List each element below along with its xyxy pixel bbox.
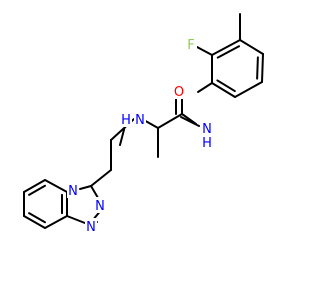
aryl-ring-bond [211, 39, 241, 56]
aryl-ring-bond [261, 53, 264, 83]
aryl-ring-bond [239, 39, 264, 55]
bridge-nitrogen-label: N [68, 184, 78, 199]
ethyl-triazole-bond [90, 169, 112, 187]
aryl-amide-bond [197, 82, 213, 93]
carbonyl-alpha-bond [157, 113, 183, 129]
bond-inner [256, 56, 259, 80]
triazole-nitrogen-label-b: N [86, 220, 96, 235]
amine-hydrogen-label-background [120, 111, 132, 127]
aryl-ring-bond [234, 81, 263, 98]
triazole-nitrogen-label-a: N [95, 199, 105, 214]
triazole-nitrogen-label-b-background [85, 218, 97, 234]
amide-cn-bond [181, 113, 197, 125]
bond-inner [216, 45, 241, 59]
oxygen-label: O [174, 85, 184, 100]
bridge-nitrogen-label-background [67, 182, 79, 198]
pyridine-ring-bond [23, 215, 46, 229]
bond-inner [28, 184, 46, 196]
aryl-ring-bond [211, 82, 236, 98]
bond-inner [216, 79, 236, 93]
fluorine-label: F [187, 38, 194, 53]
fluorine-label-background [185, 36, 197, 52]
amide-hydrogen-label: H [202, 136, 212, 151]
pyridine-ring-bond [23, 179, 46, 193]
triazole-bond-g [79, 185, 92, 190]
bond-inner [28, 212, 46, 224]
pyridine-ring-bond [44, 179, 68, 193]
oxygen-label-background [173, 83, 185, 99]
amine-hydrogen-label: H [121, 113, 131, 128]
amide-nitrogen-label-background [201, 120, 213, 136]
fluoro-bond [196, 46, 213, 56]
amide-hydrogen-label-background [201, 134, 213, 150]
amide-nitrogen-label: N [202, 122, 212, 137]
amine-nitrogen-label: N [135, 113, 145, 128]
triazole-nitrogen-label-a-background [94, 197, 106, 213]
bond-layer [23, 13, 264, 229]
amine-nitrogen-label-background [134, 111, 146, 127]
pyridine-ring-bond [44, 215, 68, 229]
